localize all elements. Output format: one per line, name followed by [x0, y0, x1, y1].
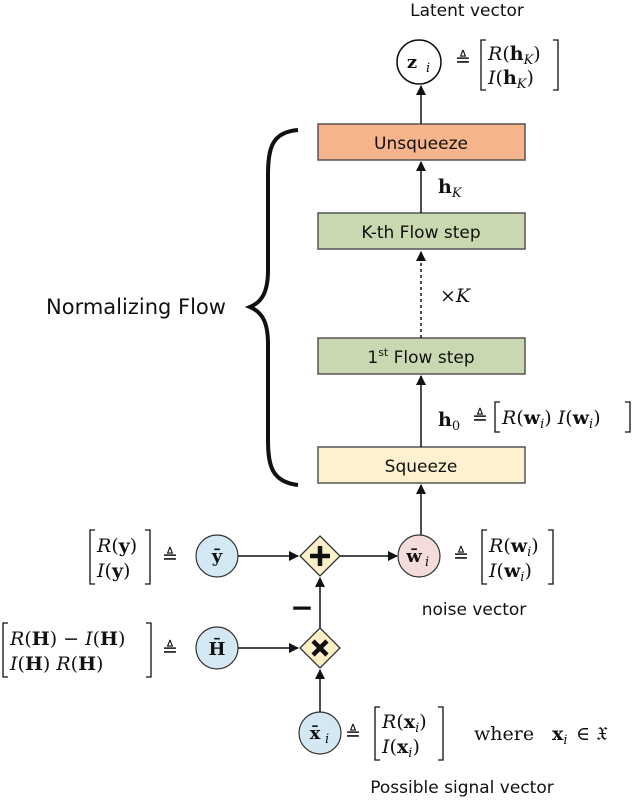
unsqueeze-label: Unsqueeze — [374, 134, 468, 154]
x-node-sub: i — [325, 732, 329, 747]
x-node — [298, 711, 342, 755]
squeeze-label: Squeeze — [385, 457, 458, 477]
w-node-sub: i — [425, 555, 429, 570]
noise-vector-caption: noise vector — [422, 600, 527, 620]
kth-flow-step-box — [317, 212, 526, 250]
w-imag-part: I(wi) — [488, 560, 532, 585]
triangleq-z: ≜ — [455, 49, 471, 71]
H-node-label: H̄ — [208, 638, 225, 660]
xi-label: xi — [552, 723, 568, 748]
z-imag-part: I(hK) — [487, 67, 534, 92]
normalizing-flow-brace — [244, 128, 299, 487]
H-matrix-row2: I(H) R(H) — [9, 653, 103, 675]
triangleq-H: ≜ — [162, 639, 178, 661]
triangleq-x: ≜ — [345, 723, 361, 745]
times-k-label: ×K — [440, 285, 472, 307]
w-real-part: R(wi) — [488, 535, 539, 560]
triangleq-w: ≜ — [453, 545, 469, 567]
w-node — [397, 534, 441, 578]
H-matrix-row1: R(H) − I(H) — [9, 628, 125, 650]
squeeze-box — [317, 446, 526, 484]
latent-node-label: z — [407, 52, 417, 73]
z-real-part: R(hK) — [487, 43, 541, 68]
y-real-part: R(y) — [96, 535, 137, 557]
hk-label: hK — [438, 176, 463, 201]
latent-node — [396, 39, 442, 85]
normalizing-flow-caption: Normalizing Flow — [46, 295, 226, 319]
h0-row-vector: R(wi) I(wi) — [501, 407, 601, 432]
possible-signal-caption: Possible signal vector — [370, 778, 553, 798]
triangleq-h0: ≜ — [472, 407, 488, 429]
in-set-label: ∈ 𝔛 — [576, 723, 608, 745]
w-node-label: w̄ — [405, 546, 422, 567]
latent-vector-caption: Latent vector — [410, 1, 524, 21]
minus-sign: − — [290, 591, 313, 624]
latent-node-sub: i — [426, 61, 430, 76]
unsqueeze-box — [317, 123, 526, 161]
x-imag-part: I(xi) — [381, 736, 420, 761]
y-imag-part: I(y) — [96, 560, 130, 582]
kth-flow-step-label: K-th Flow step — [361, 223, 480, 243]
first-flow-step-label: 1st Flow step — [367, 346, 474, 368]
h0-label: h0 — [438, 409, 460, 434]
triangleq-y: ≜ — [162, 546, 178, 568]
x-real-part: R(xi) — [381, 711, 427, 736]
y-node-label: ȳ — [211, 546, 223, 567]
where-label: where — [474, 723, 534, 745]
x-node-label: x̄ — [310, 723, 321, 744]
